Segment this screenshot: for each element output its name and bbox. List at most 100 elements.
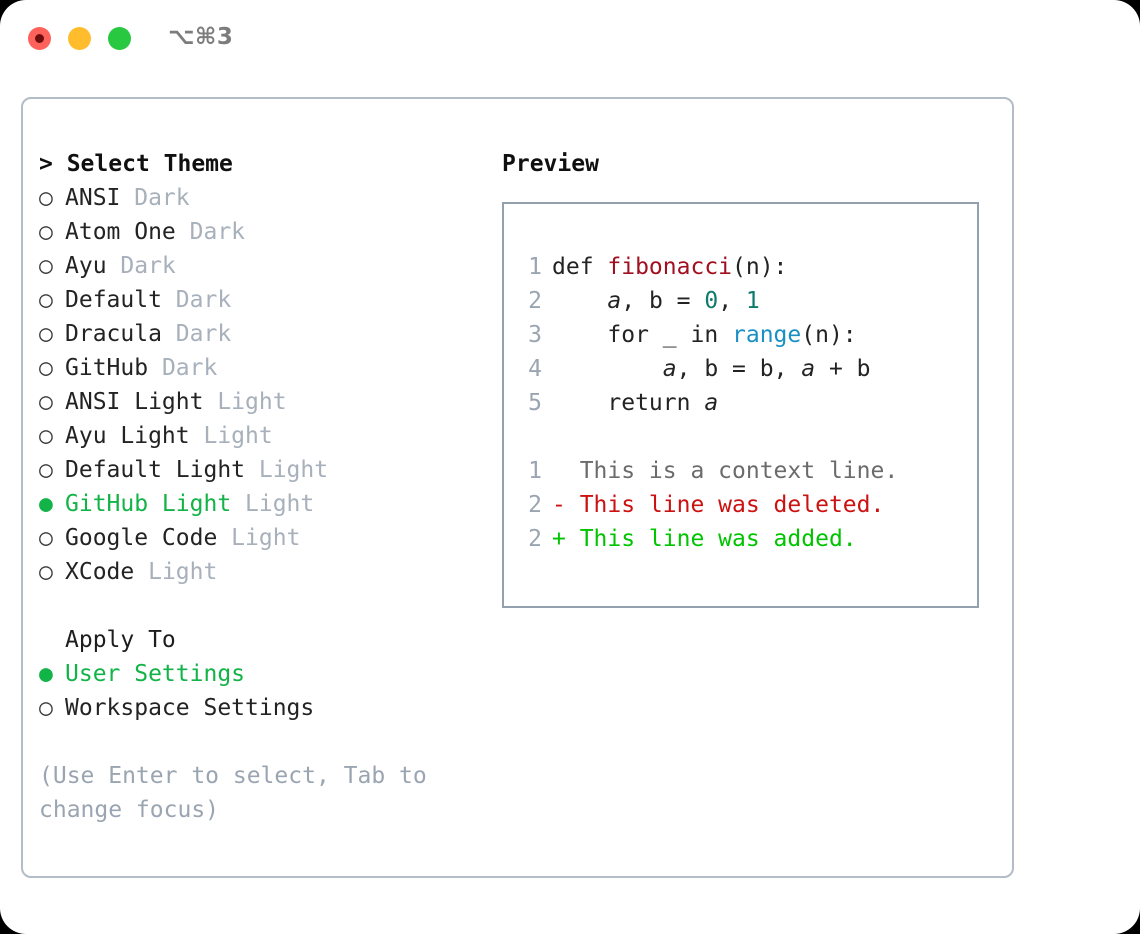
code-token-var: a xyxy=(801,356,816,382)
code-line: 3 for _ in range(n): xyxy=(518,318,977,352)
radio-unselected-icon: ○ xyxy=(39,525,53,551)
theme-list-item[interactable]: ○Default Light Light xyxy=(39,453,489,487)
theme-name: GitHub xyxy=(65,355,149,381)
code-line: 5 return a xyxy=(518,386,977,420)
code-token-plain: , b = b, xyxy=(676,356,802,382)
code-token-var: a xyxy=(607,288,622,314)
radio-unselected-icon: ○ xyxy=(39,253,53,279)
theme-name: Ayu Light xyxy=(65,423,190,449)
main-panel: > Select Theme ○ANSI Dark○Atom One Dark○… xyxy=(21,97,1014,878)
code-token-plain xyxy=(552,356,663,382)
hint-line-1: (Use Enter to select, Tab to xyxy=(39,763,427,789)
keyboard-shortcut-label: ⌥⌘3 xyxy=(168,24,234,50)
diff-text-del: - This line was deleted. xyxy=(552,492,885,518)
radio-selected-icon: ● xyxy=(39,661,53,687)
diff-line: 2 - This line was deleted. xyxy=(518,488,977,522)
theme-name: Dracula xyxy=(65,321,162,347)
theme-list-item[interactable]: ○ Default Dark xyxy=(39,283,489,317)
diff-sample: 1 This is a context line. 2 - This line wa… xyxy=(518,454,977,556)
line-number: 2 xyxy=(528,492,542,518)
theme-kind-badge: Light xyxy=(134,559,218,585)
hint-line-2: change focus) xyxy=(39,797,220,823)
code-token-plain: = xyxy=(662,288,705,314)
code-token-num: 0 xyxy=(704,288,719,314)
page-title: Select Theme xyxy=(66,151,233,177)
radio-unselected-icon: ○ xyxy=(39,287,53,313)
line-number: 2 xyxy=(528,526,542,552)
theme-list-item[interactable]: ○GitHub Dark xyxy=(39,351,489,385)
line-number: 3 xyxy=(528,322,542,348)
diff-spacer xyxy=(518,420,977,454)
maximize-button[interactable] xyxy=(108,27,131,50)
theme-list-item[interactable]: ○ Atom One Dark xyxy=(39,215,489,249)
hint-spacer xyxy=(39,725,489,759)
code-token-plain: (n): xyxy=(801,322,857,348)
theme-kind-badge: Dark xyxy=(175,219,246,245)
diff-line: 2+ This line was added. xyxy=(518,522,977,556)
theme-picker-title: > Select Theme xyxy=(39,147,489,181)
close-icon xyxy=(35,34,44,43)
theme-kind-badge: Light xyxy=(203,389,287,415)
radio-unselected-icon: ○ xyxy=(39,423,53,449)
line-number: 2 xyxy=(528,288,542,314)
code-token-num: 1 xyxy=(745,288,760,314)
radio-unselected-icon: ○ xyxy=(39,355,53,381)
theme-kind-badge: Light xyxy=(217,525,301,551)
apply-to-item[interactable]: ●User Settings xyxy=(39,657,489,691)
code-line: 4 a, b = b, a + b xyxy=(518,352,977,386)
theme-list-item[interactable]: ○ Ayu Dark xyxy=(39,249,489,283)
theme-name: Ayu xyxy=(65,253,107,279)
radio-unselected-icon: ○ xyxy=(39,559,53,585)
minimize-button[interactable] xyxy=(68,27,91,50)
theme-list-item[interactable]: ○ Dracula Dark xyxy=(39,317,489,351)
theme-picker-column: > Select Theme ○ANSI Dark○Atom One Dark○… xyxy=(39,147,489,827)
title-bar: ⌥⌘3 xyxy=(0,0,1140,76)
theme-kind-badge: Dark xyxy=(120,185,190,211)
radio-unselected-icon: ○ xyxy=(39,695,53,721)
theme-list-item[interactable]: ○ Ayu Light Light xyxy=(39,419,489,453)
code-token-var: a xyxy=(704,390,719,416)
code-token-var: a xyxy=(662,356,677,382)
theme-name: Google Code xyxy=(65,525,218,551)
radio-unselected-icon: ○ xyxy=(39,389,53,415)
code-line: 1 def fibonacci(n): xyxy=(518,250,977,284)
code-token-plain: def xyxy=(552,254,608,280)
apply-to-list: ●User Settings ○ Workspace Settings xyxy=(39,657,489,725)
radio-unselected-icon: ○ xyxy=(39,457,53,483)
theme-kind-badge: Dark xyxy=(161,287,232,313)
code-token-plain: + b xyxy=(815,356,871,382)
code-token-plain: b xyxy=(648,288,663,314)
radio-unselected-icon: ○ xyxy=(39,219,53,245)
code-token-plain: for _ in xyxy=(552,322,733,348)
diff-text-context: This is a context line. xyxy=(552,458,899,484)
theme-list-item[interactable]: ●GitHub Light Light xyxy=(39,487,489,521)
theme-kind-badge: Light xyxy=(189,423,273,449)
apply-to-label: Workspace Settings xyxy=(65,695,315,721)
apply-to-item[interactable]: ○ Workspace Settings xyxy=(39,691,489,725)
theme-name: Atom One xyxy=(65,219,176,245)
code-token-builtin: range xyxy=(732,322,802,348)
theme-kind-badge: Dark xyxy=(161,321,232,347)
radio-unselected-icon: ○ xyxy=(39,321,53,347)
line-number: 4 xyxy=(528,356,542,382)
line-number: 1 xyxy=(528,458,542,484)
prompt-prefix: > xyxy=(39,151,67,177)
line-number: 1 xyxy=(528,254,542,280)
theme-kind-badge: Light xyxy=(231,491,315,517)
code-line: 2 a, b = 0, 1 xyxy=(518,284,977,318)
theme-kind-badge: Dark xyxy=(106,253,176,279)
code-token-plain: , xyxy=(621,288,649,314)
code-token-plain: (n): xyxy=(732,254,788,280)
theme-list-item[interactable]: ○XCode Light xyxy=(39,555,489,589)
theme-list-item[interactable]: ○ANSI Light Light xyxy=(39,385,489,419)
theme-name: ANSI xyxy=(65,185,121,211)
code-token-func: fibonacci xyxy=(607,254,733,280)
radio-selected-icon: ● xyxy=(39,491,53,517)
theme-list-item[interactable]: ○ Google Code Light xyxy=(39,521,489,555)
theme-name: Default xyxy=(65,287,162,313)
theme-list-item[interactable]: ○ANSI Dark xyxy=(39,181,489,215)
theme-list: ○ANSI Dark○Atom One Dark○Ayu Dark○Defaul… xyxy=(39,181,489,589)
